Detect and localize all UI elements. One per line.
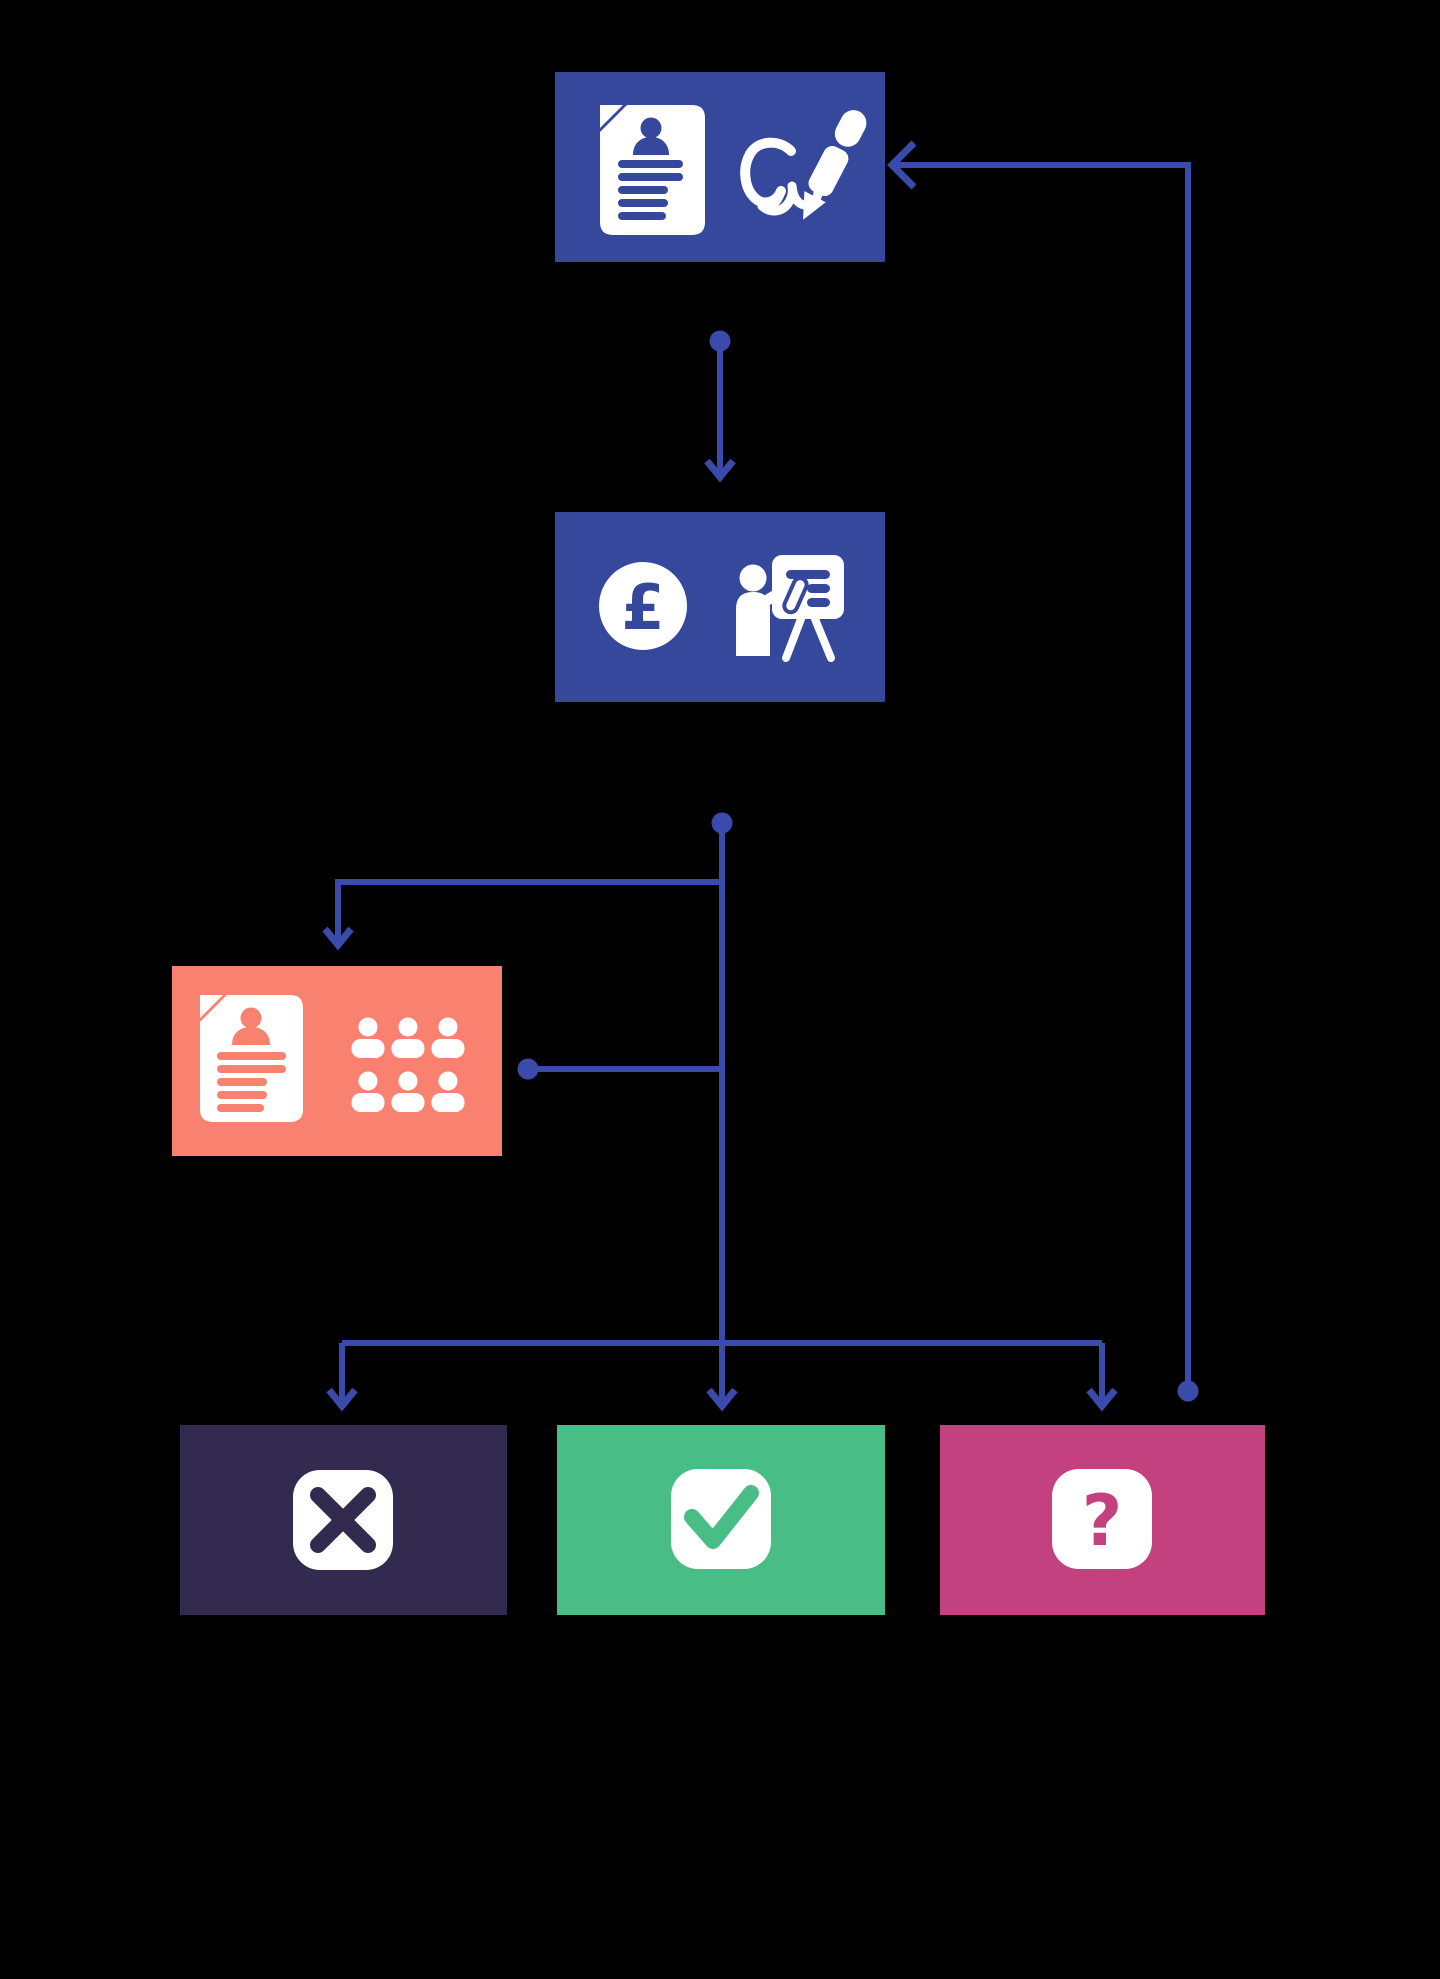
text-line: [217, 1104, 264, 1112]
connector-start-dot: [1177, 1380, 1199, 1402]
person-head: [398, 1017, 418, 1037]
coin-circle: [599, 562, 687, 650]
node-coral-box: [172, 966, 502, 1156]
person-body: [431, 1039, 465, 1058]
cv-document-icon: [200, 995, 303, 1122]
node-middle-blue-box: £: [555, 512, 885, 702]
presenter-arm: [753, 580, 797, 611]
connector-start-dot: [711, 812, 733, 834]
person-head: [438, 1017, 458, 1037]
check-glyph: [684, 1485, 759, 1549]
text-line: [618, 199, 668, 207]
pen-body: [808, 145, 849, 197]
document-fold: [600, 105, 623, 128]
person-shoulders: [633, 137, 669, 155]
person-body: [431, 1093, 465, 1112]
node-pink-box: ?: [940, 1425, 1265, 1615]
pen-nib: [803, 191, 826, 220]
pen: [803, 110, 867, 220]
marker-pen: [782, 576, 809, 615]
connector-elbow-to-coral: [335, 879, 722, 939]
cross-icon: [293, 1470, 393, 1570]
connector-start-dot: [517, 1058, 539, 1080]
arrowhead-down-icon: [326, 1387, 358, 1412]
question-icon: ?: [1052, 1469, 1152, 1569]
text-line: [618, 173, 683, 181]
board-line: [786, 570, 830, 579]
arrowhead-down-icon: [322, 926, 354, 951]
pen-cap: [834, 110, 867, 147]
person-body: [391, 1093, 425, 1112]
icon-tile: [1052, 1469, 1152, 1569]
arrowhead-down-icon: [704, 458, 736, 483]
text-line: [618, 160, 683, 168]
person-body: [351, 1039, 385, 1058]
person-head: [358, 1071, 378, 1091]
question-glyph: ?: [1082, 1480, 1123, 1562]
pound-symbol: £: [621, 571, 664, 644]
person-head: [438, 1071, 458, 1091]
board-line: [807, 598, 830, 607]
person-body: [391, 1039, 425, 1058]
text-line: [217, 1065, 286, 1073]
arrowhead-down-icon: [706, 1387, 738, 1412]
presenter-flipchart-icon: [736, 555, 844, 662]
board-line: [807, 584, 830, 593]
people-group-icon: [351, 1017, 465, 1112]
easel-legs: [782, 615, 835, 662]
connector-feedback-loop: [887, 140, 1199, 1402]
check-icon: [671, 1469, 771, 1569]
text-line: [217, 1091, 267, 1099]
node-green-box: [557, 1425, 885, 1615]
connector-line: [896, 162, 1191, 1385]
person-head: [640, 117, 662, 139]
cv-document-icon: [600, 105, 705, 235]
text-line: [618, 212, 666, 220]
text-line: [217, 1052, 286, 1060]
person-head: [240, 1007, 262, 1029]
connector-start-dot: [709, 330, 731, 352]
signature-pen-icon: [740, 110, 867, 220]
person-body: [351, 1093, 385, 1112]
connector-top-to-middle: [704, 330, 736, 483]
node-dark-box: [180, 1425, 507, 1615]
pound-coin-icon: £: [599, 562, 687, 650]
document-fold: [200, 995, 223, 1018]
arrowhead-down-icon: [1086, 1387, 1118, 1412]
node-top-blue-box: [555, 72, 885, 262]
presenter-head: [739, 564, 767, 592]
connector-main-branch: [322, 812, 1118, 1412]
cross-glyph: [310, 1487, 376, 1553]
text-line: [618, 186, 668, 194]
person-shoulders: [232, 1027, 270, 1045]
connector-coral-return: [517, 1058, 722, 1080]
arrowhead-left-icon: [887, 140, 917, 190]
person-head: [398, 1071, 418, 1091]
text-line: [217, 1078, 267, 1086]
person-head: [358, 1017, 378, 1037]
